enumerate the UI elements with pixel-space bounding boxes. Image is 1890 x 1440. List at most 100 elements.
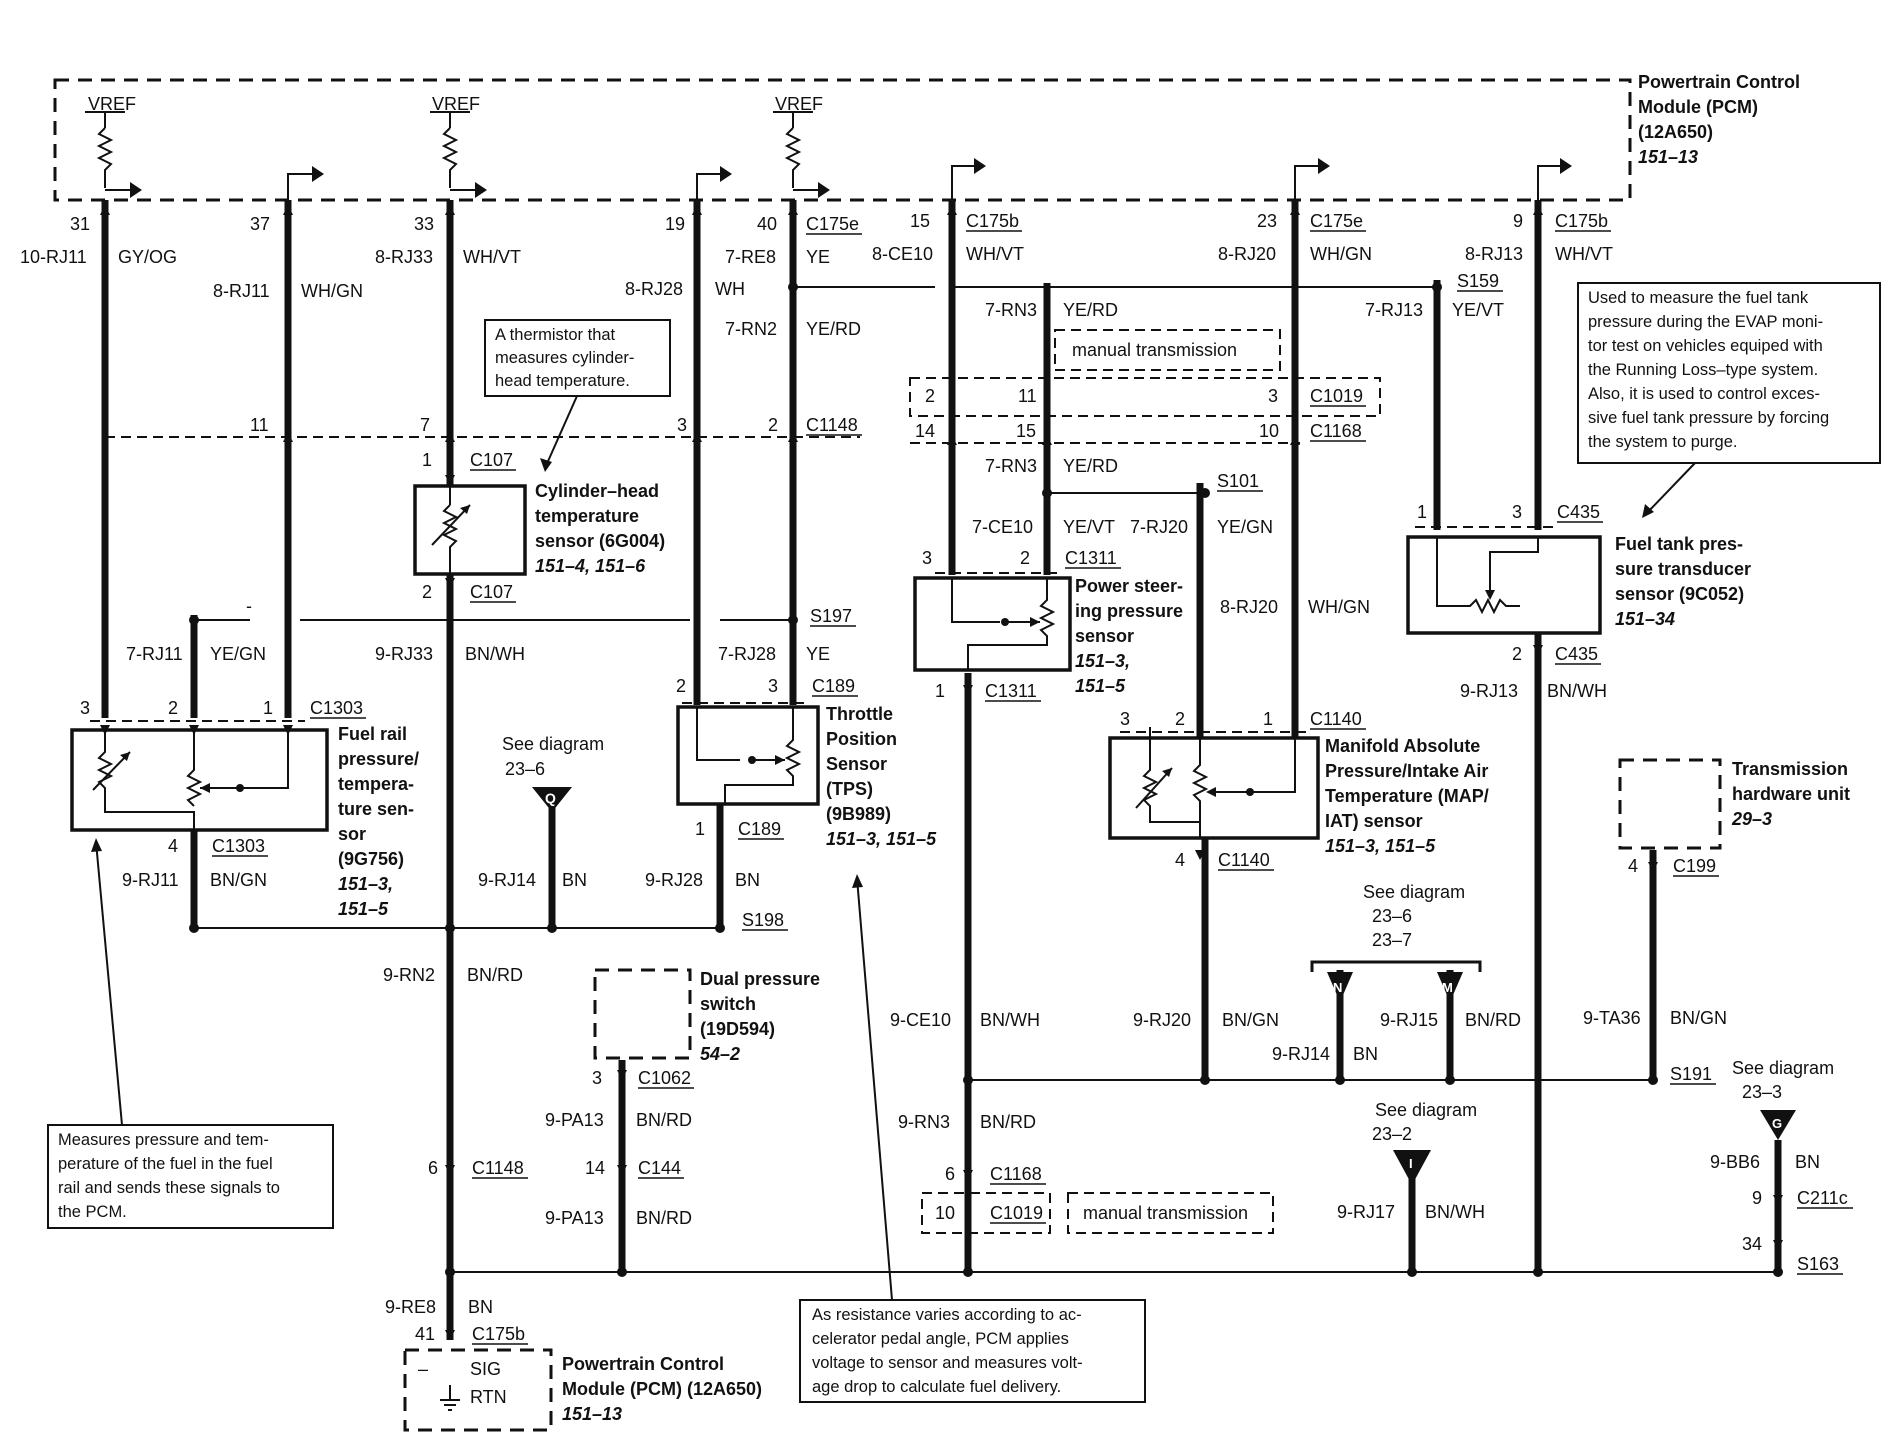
svg-text:WH/VT: WH/VT	[1555, 244, 1613, 264]
svg-text:2: 2	[168, 698, 178, 718]
tps-note-box	[799, 1299, 1146, 1403]
svg-text:10-RJ11: 10-RJ11	[20, 247, 87, 267]
svg-text:See diagram: See diagram	[502, 734, 604, 754]
svg-text:7-RE8: 7-RE8	[725, 247, 776, 267]
svg-text:BN/GN: BN/GN	[210, 870, 267, 890]
svg-text:7-RN3: 7-RN3	[985, 456, 1037, 476]
svg-text:See diagram: See diagram	[1732, 1058, 1834, 1078]
svg-text:C199: C199	[1673, 856, 1716, 876]
svg-text:C1019: C1019	[990, 1203, 1043, 1223]
svg-text:C1168: C1168	[1310, 421, 1362, 441]
mid-labels: - S197 7-RJ11 YE/GN 9-RJ33 BN/WH 7-RJ28 …	[126, 596, 1607, 701]
svg-text:34: 34	[1742, 1234, 1762, 1254]
svg-text:2: 2	[1512, 644, 1522, 664]
svg-text:Q: Q	[545, 790, 556, 806]
svg-text:WH/GN: WH/GN	[1308, 597, 1370, 617]
tps-note-3: voltage to sensor and measures volt-	[812, 1354, 1083, 1372]
svg-text:C1311: C1311	[1065, 548, 1117, 568]
vref-1: VREF	[85, 94, 136, 188]
svg-text:8-RJ20: 8-RJ20	[1218, 244, 1276, 264]
svg-text:hardware unit: hardware unit	[1732, 784, 1850, 804]
svg-text:See diagram: See diagram	[1363, 882, 1465, 902]
svg-text:C211c: C211c	[1797, 1188, 1848, 1208]
svg-text:15: 15	[910, 211, 930, 231]
svg-text:BN: BN	[468, 1297, 493, 1317]
svg-text:pressure/: pressure/	[338, 749, 419, 769]
svg-text:BN/RD: BN/RD	[636, 1208, 692, 1228]
svg-text:(9B989): (9B989)	[826, 804, 891, 824]
svg-text:6: 6	[428, 1158, 438, 1178]
svg-text:23–6: 23–6	[1372, 906, 1412, 926]
svg-text:C175e: C175e	[1310, 211, 1363, 231]
svg-text:29–3: 29–3	[1731, 809, 1772, 829]
svg-text:Power steer-: Power steer-	[1075, 576, 1183, 596]
svg-text:7-RN3: 7-RN3	[985, 300, 1037, 320]
svg-text:sensor: sensor	[1075, 626, 1134, 646]
svg-text:9-RN2: 9-RN2	[383, 965, 435, 985]
svg-text:BN/RD: BN/RD	[980, 1112, 1036, 1132]
svg-text:S163: S163	[1797, 1254, 1839, 1274]
svg-text:sor: sor	[338, 824, 366, 844]
ftp-note-4: the Running Loss–type system.	[1588, 361, 1818, 379]
svg-text:See diagram: See diagram	[1375, 1100, 1477, 1120]
svg-text:WH: WH	[715, 279, 745, 299]
thermistor-arrow	[544, 395, 578, 469]
svg-text:YE: YE	[806, 644, 830, 664]
ftp-note-2: pressure during the EVAP moni-	[1588, 313, 1823, 331]
pcm-title-2: Module (PCM)	[1638, 97, 1758, 117]
svg-text:7-RN2: 7-RN2	[725, 319, 777, 339]
dual-pressure-switch: Dual pressure switch (19D594) 54–2 3 C10…	[545, 968, 820, 1228]
svg-text:2: 2	[422, 582, 432, 602]
c1148-pins: 11 7 3 2 C1148	[250, 415, 862, 436]
svg-text:Transmission: Transmission	[1732, 759, 1848, 779]
vref-2: VREF	[430, 94, 480, 188]
svg-text:151–5: 151–5	[338, 899, 389, 919]
c1019-box	[909, 377, 1381, 417]
ftp-sensor: 1 3 C435 2 C435 Fuel tank pres- sure tra…	[1406, 502, 1751, 665]
svg-text:C435: C435	[1557, 502, 1600, 522]
svg-text:1: 1	[1417, 502, 1427, 522]
svg-text:manual transmission: manual transmission	[1083, 1203, 1248, 1223]
svg-text:BN/GN: BN/GN	[1670, 1008, 1727, 1028]
svg-text:BN/RD: BN/RD	[636, 1110, 692, 1130]
svg-text:Position: Position	[826, 729, 897, 749]
svg-text:C175e: C175e	[806, 214, 859, 234]
fuel-rail-sensor: 3 2 1 C1303 4 C1303 9-RJ11 BN/GN Fuel ra…	[70, 698, 419, 919]
svg-text:3: 3	[1512, 502, 1522, 522]
svg-text:7: 7	[420, 415, 430, 435]
svg-text:BN/RD: BN/RD	[467, 965, 523, 985]
svg-text:9-RJ15: 9-RJ15	[1380, 1010, 1438, 1030]
wires	[101, 200, 1782, 1340]
svg-text:8-RJ20: 8-RJ20	[1220, 597, 1278, 617]
svg-text:switch: switch	[700, 994, 756, 1014]
svg-text:WH/GN: WH/GN	[1310, 244, 1372, 264]
svg-text:YE: YE	[806, 247, 830, 267]
svg-text:9-RJ33: 9-RJ33	[375, 644, 433, 664]
svg-text:14: 14	[915, 421, 935, 441]
svg-text:Manifold Absolute: Manifold Absolute	[1325, 736, 1480, 756]
svg-text:WH/GN: WH/GN	[301, 281, 363, 301]
svg-text:C1140: C1140	[1218, 850, 1270, 870]
svg-text:31: 31	[70, 214, 90, 234]
svg-text:S101: S101	[1217, 471, 1259, 491]
pcm-title-3: (12A650)	[1638, 122, 1713, 142]
svg-text:Fuel rail: Fuel rail	[338, 724, 407, 744]
svg-text:8-CE10: 8-CE10	[872, 244, 933, 264]
see-diagram-g: See diagram 23–3 G 9-BB6 BN 9 C211c 34 S…	[1710, 1058, 1853, 1275]
svg-text:C175b: C175b	[966, 211, 1019, 231]
svg-text:151–34: 151–34	[1615, 609, 1675, 629]
svg-text:C107: C107	[470, 582, 513, 602]
splice-dots	[189, 282, 1783, 1277]
svg-text:G: G	[1772, 1116, 1782, 1131]
svg-text:1: 1	[422, 450, 432, 470]
tps-sensor: 2 3 C189 1 C189 9-RJ28 BN S198 Throttle …	[645, 676, 937, 931]
svg-text:BN/RD: BN/RD	[1465, 1010, 1521, 1030]
svg-text:10: 10	[1259, 421, 1279, 441]
svg-text:C1062: C1062	[638, 1068, 691, 1088]
svg-text:54–2: 54–2	[700, 1044, 740, 1064]
svg-text:151–3, 151–5: 151–3, 151–5	[826, 829, 937, 849]
svg-text:8-RJ33: 8-RJ33	[375, 247, 433, 267]
thermistor-note-2: measures cylinder-	[495, 349, 634, 367]
svg-text:33: 33	[414, 214, 434, 234]
